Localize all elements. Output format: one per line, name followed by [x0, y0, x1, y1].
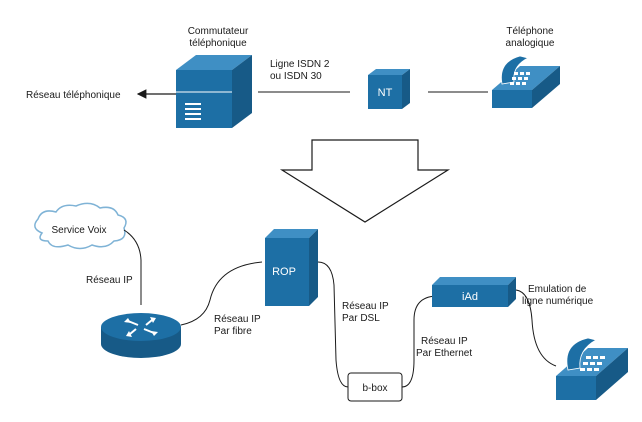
- fibre-label-line2: Par fibre: [214, 326, 252, 337]
- fibre-label-line1: Réseau IP: [214, 314, 261, 325]
- rop-label: ROP: [272, 266, 296, 278]
- isdn-label-line1: Ligne ISDN 2: [270, 59, 330, 70]
- network-terminal-icon: [368, 69, 410, 109]
- isdn-label-line2: ou ISDN 30: [270, 71, 322, 82]
- server-tower-icon: [265, 229, 318, 306]
- phone-top-label-line2: analogique: [506, 38, 555, 49]
- ethernet-label-line2: Par Ethernet: [416, 348, 472, 359]
- fibre-line: [180, 261, 263, 326]
- emulation-label-line2: ligne numérique: [522, 296, 594, 307]
- cloud-router-line: [123, 229, 142, 305]
- analog-phone-bottom-icon: [556, 337, 628, 400]
- analog-phone-icon: [492, 55, 560, 108]
- phone-top-label-line1: Téléphone: [506, 26, 554, 37]
- iad-label: iAd: [462, 291, 478, 303]
- ethernet-line: [401, 295, 437, 388]
- ethernet-label-line1: Réseau IP: [421, 336, 468, 347]
- router-icon: [101, 313, 181, 358]
- switch-label-line2: téléphonique: [189, 38, 247, 49]
- phone-network-label: Réseau téléphonique: [26, 90, 121, 101]
- iad-box-icon: [432, 277, 516, 307]
- emulation-label-line1: Emulation de: [528, 284, 587, 295]
- switch-label-line1: Commutateur: [188, 26, 249, 37]
- cloud-icon: [34, 202, 127, 250]
- service-voix-label: Service Voix: [51, 225, 106, 236]
- down-arrow-icon: [279, 139, 451, 223]
- dsl-label-line1: Réseau IP: [342, 301, 389, 312]
- telephone-switch-icon: [176, 55, 252, 128]
- bbox-label: b-box: [362, 383, 387, 394]
- dsl-label-line2: Par DSL: [342, 313, 380, 324]
- iad-phone-line: [515, 289, 557, 367]
- nt-label: NT: [378, 87, 393, 99]
- reseau-ip-left-label: Réseau IP: [86, 275, 133, 286]
- dsl-line: [317, 261, 349, 388]
